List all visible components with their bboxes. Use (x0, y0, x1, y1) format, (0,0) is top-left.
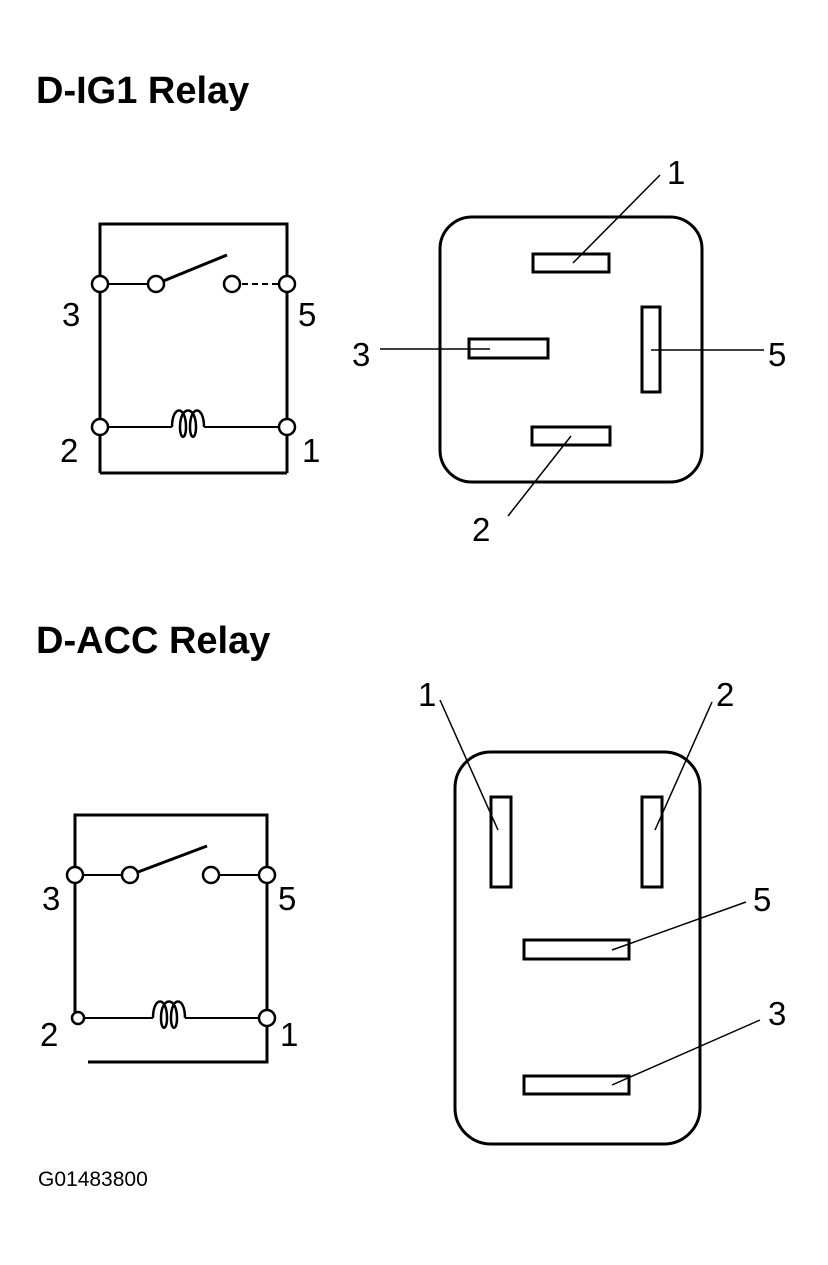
d-ig1-relay-diagram: 3 5 2 1 1 3 5 2 (60, 154, 786, 548)
switch-pivot-node (120, 865, 140, 885)
circuit-frame (98, 222, 289, 473)
circuit-label-3: 3 (62, 296, 80, 333)
pin-5 (522, 938, 631, 961)
circuit-label-2: 2 (60, 432, 78, 469)
leader-1 (439, 699, 499, 831)
leader-5 (611, 901, 747, 951)
relay-title-d-acc: D-ACC Relay (36, 620, 271, 662)
terminal-2-node (90, 417, 110, 437)
figure-id: G01483800 (38, 1168, 148, 1191)
circuit-label-5: 5 (278, 880, 296, 917)
switch-contact-arm (155, 253, 228, 286)
d-acc-relay-diagram: 3 5 2 1 1 2 5 3 (40, 676, 786, 1146)
relay-title-d-ig1: D-IG1 Relay (36, 70, 250, 112)
terminal-1-node (257, 1008, 277, 1028)
pin-3 (522, 1074, 631, 1096)
pin-1 (531, 252, 611, 274)
d-ig1-connector-view: 1 3 5 2 (352, 154, 786, 548)
circuit-label-2: 2 (40, 1016, 58, 1053)
terminal-1-node (277, 417, 297, 437)
connector-label-3: 3 (768, 995, 786, 1032)
connector-label-3: 3 (352, 336, 370, 373)
leader-2 (654, 701, 713, 831)
leader-3 (611, 1019, 761, 1086)
d-ig1-circuit-schematic: 3 5 2 1 (60, 222, 320, 475)
coil-icon (151, 1000, 187, 1029)
switch-contact-arm (129, 844, 208, 877)
terminal-2-node (70, 1010, 86, 1026)
circuit-label-5: 5 (298, 296, 316, 333)
terminal-3-node (65, 865, 85, 885)
connector-label-2: 2 (716, 676, 734, 713)
connector-label-5: 5 (768, 336, 786, 373)
pin-2 (640, 795, 664, 889)
switch-contact-node (222, 274, 242, 294)
leader-1 (572, 174, 661, 264)
connector-label-2: 2 (472, 511, 490, 548)
d-acc-connector-view: 1 2 5 3 (418, 676, 786, 1146)
connector-label-1: 1 (418, 676, 436, 713)
circuit-label-1: 1 (302, 432, 320, 469)
leader-2 (507, 435, 572, 517)
pin-1 (489, 795, 513, 889)
circuit-label-1: 1 (280, 1016, 298, 1053)
connector-label-5: 5 (753, 881, 771, 918)
connector-label-1: 1 (667, 154, 685, 191)
coil-icon (170, 409, 206, 438)
terminal-5-node (257, 865, 277, 885)
terminal-5-node (277, 274, 297, 294)
switch-contact-node (201, 865, 221, 885)
circuit-label-3: 3 (42, 880, 60, 917)
terminal-3-node (90, 274, 110, 294)
d-acc-circuit-schematic: 3 5 2 1 (40, 813, 298, 1064)
switch-pivot-node (146, 274, 166, 294)
